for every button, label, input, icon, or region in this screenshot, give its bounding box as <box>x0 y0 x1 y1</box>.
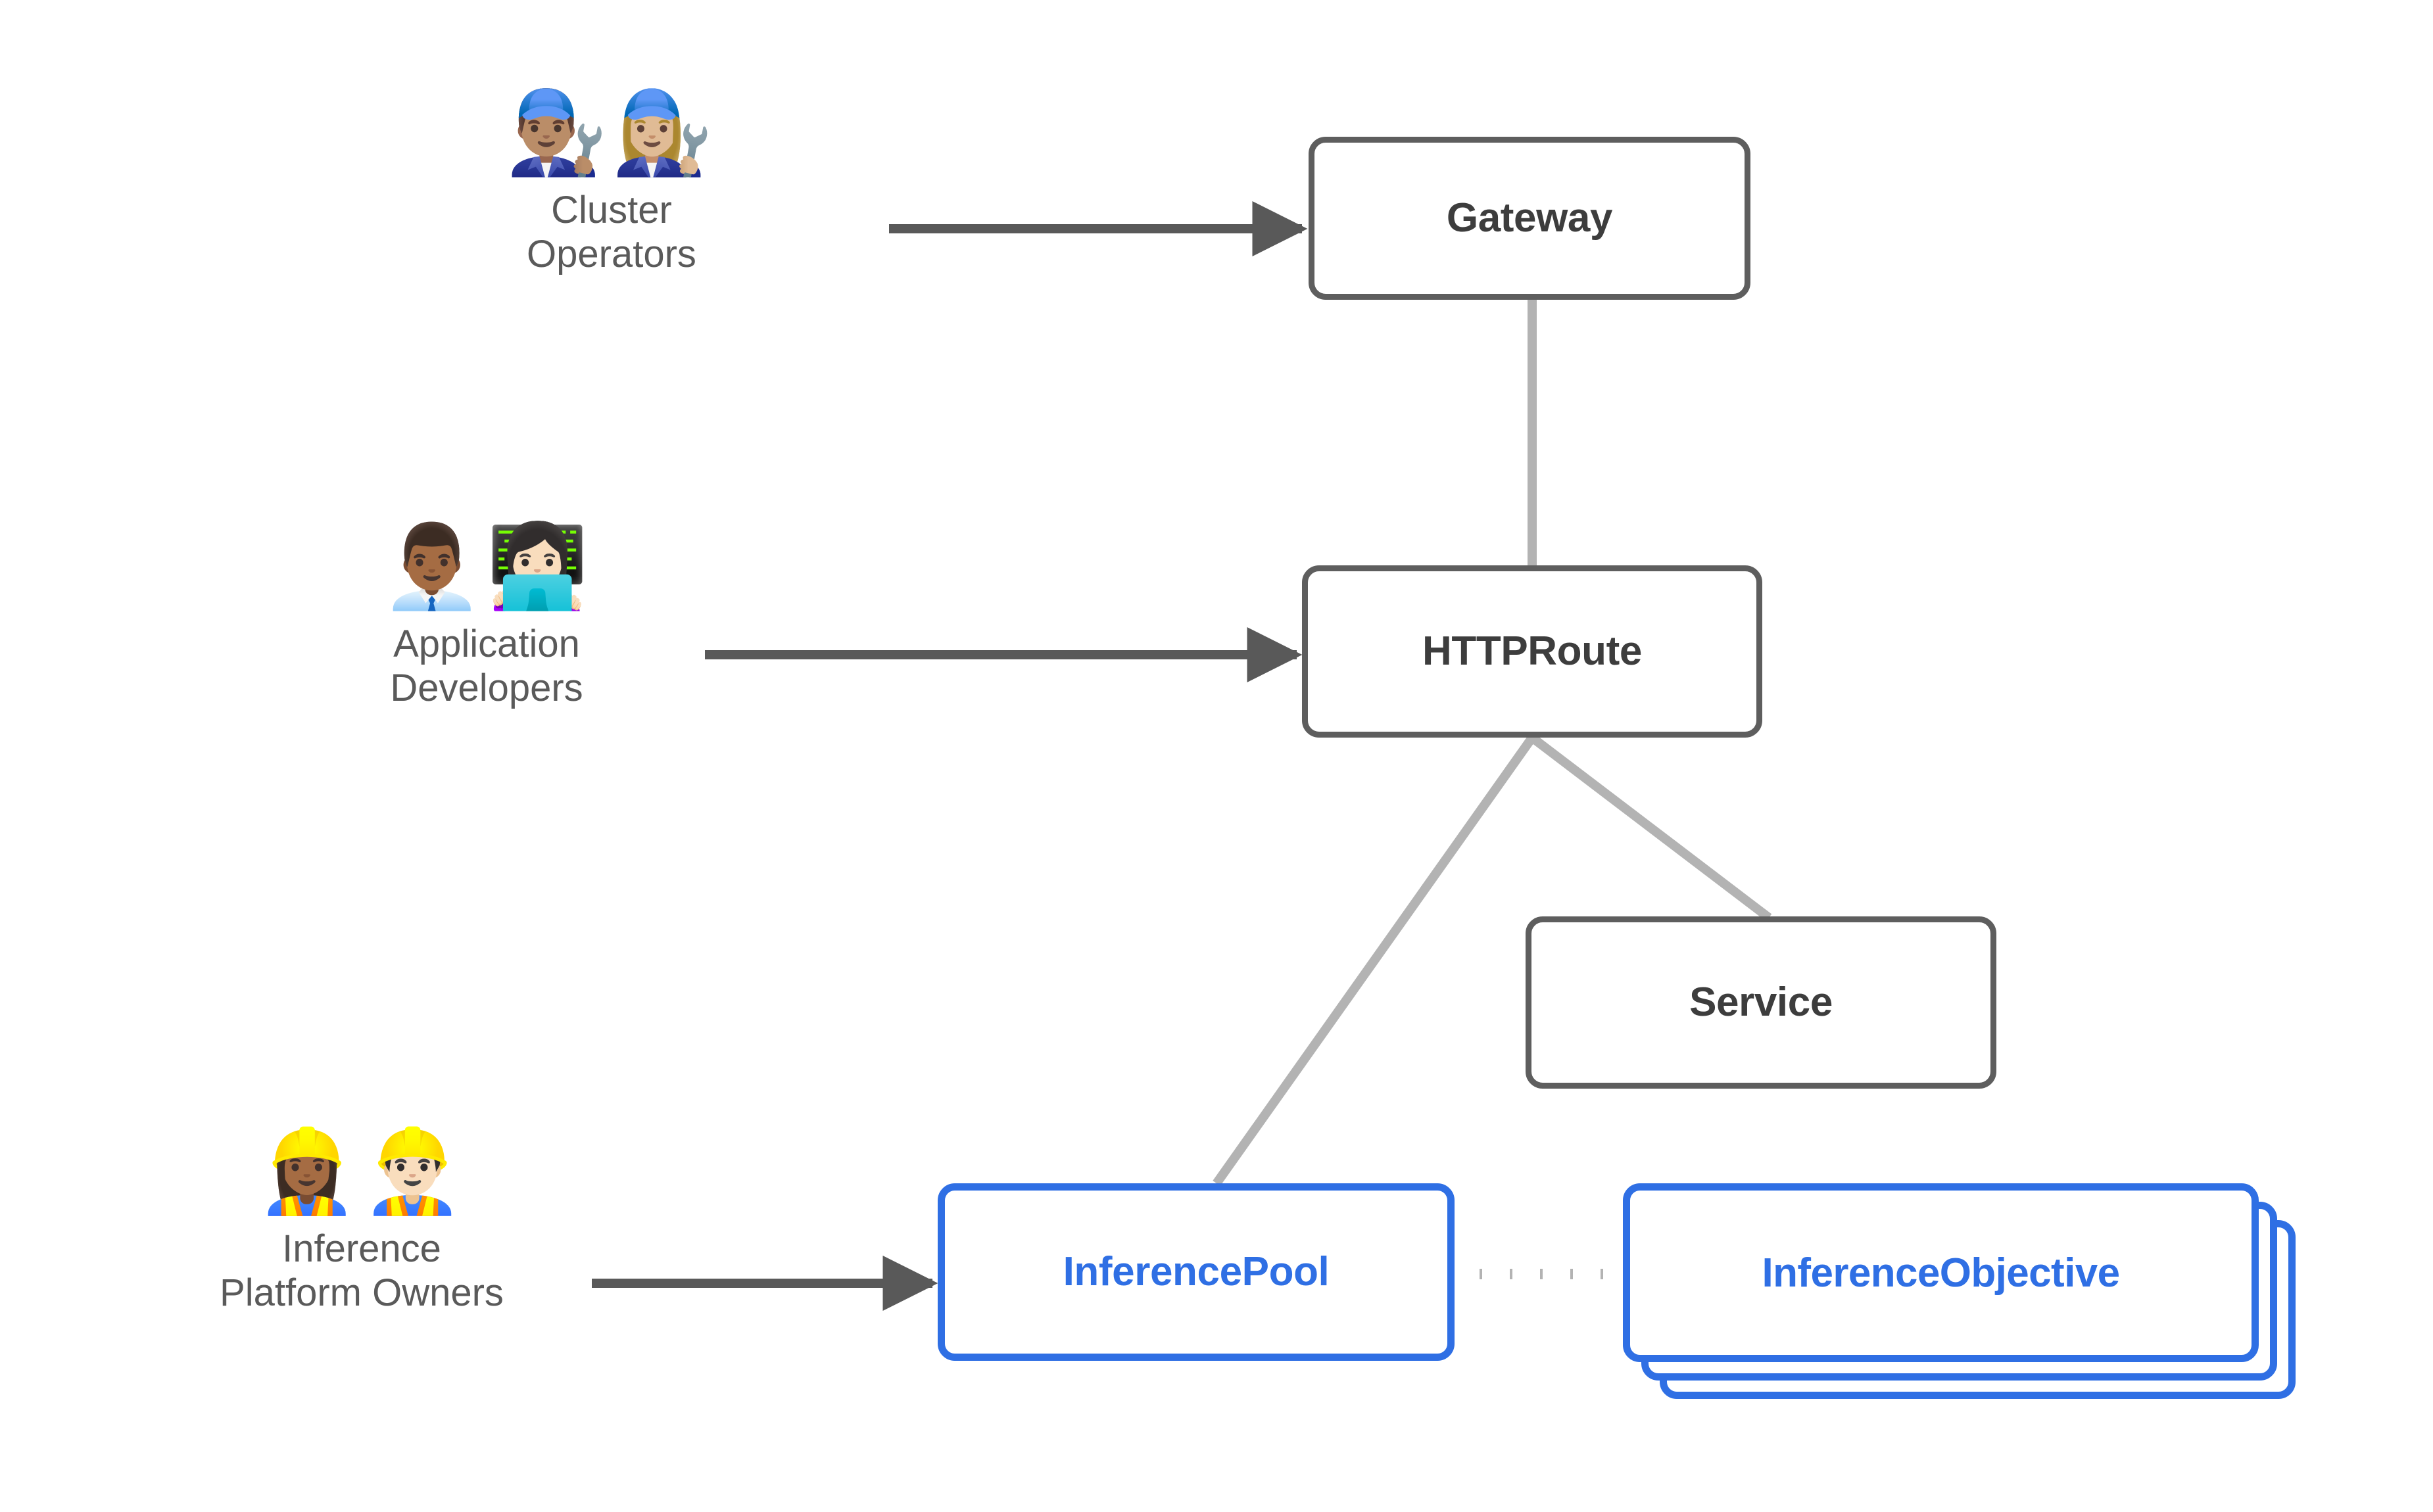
node-httproute-label: HTTPRoute <box>1422 628 1642 674</box>
node-httproute[interactable]: HTTPRoute <box>1302 565 1762 738</box>
actor-application-developers: 👨🏾‍💼👩🏻‍💻 Application Developers <box>276 526 697 711</box>
node-service[interactable]: Service <box>1526 916 1996 1089</box>
actor-cluster-operators: 👨🏽‍🔧👩🏼‍🔧 Cluster Operators <box>408 92 815 277</box>
actor-cluster-operators-label: Cluster Operators <box>527 189 696 276</box>
inferenceobjective-stack-card-front[interactable]: InferenceObjective <box>1623 1183 2259 1362</box>
node-inferenceobjective-stack[interactable]: InferenceObjective <box>1623 1183 2297 1400</box>
cluster-operators-emoji-icon: 👨🏽‍🔧👩🏼‍🔧 <box>506 87 717 178</box>
actor-inference-platform-owners-label: Inference Platform Owners <box>220 1227 504 1315</box>
node-inferencepool[interactable]: InferencePool <box>938 1183 1455 1361</box>
node-gateway-label: Gateway <box>1446 195 1613 241</box>
actor-inference-platform-owners: 👷🏾‍♀️👷🏻‍♂️ Inference Platform Owners <box>118 1131 605 1315</box>
actor-application-developers-label: Application Developers <box>390 623 583 710</box>
inference-platform-owners-emoji-icon: 👷🏾‍♀️👷🏻‍♂️ <box>256 1126 468 1217</box>
node-inferenceobjective-label: InferenceObjective <box>1762 1250 2121 1296</box>
node-inferencepool-label: InferencePool <box>1063 1249 1330 1295</box>
application-developers-emoji-icon: 👨🏾‍💼👩🏻‍💻 <box>381 521 592 612</box>
link-httproute-to-service <box>1529 734 1772 922</box>
link-httproute-to-inferencepool <box>1213 734 1536 1187</box>
node-gateway[interactable]: Gateway <box>1309 137 1750 300</box>
node-service-label: Service <box>1689 980 1833 1026</box>
